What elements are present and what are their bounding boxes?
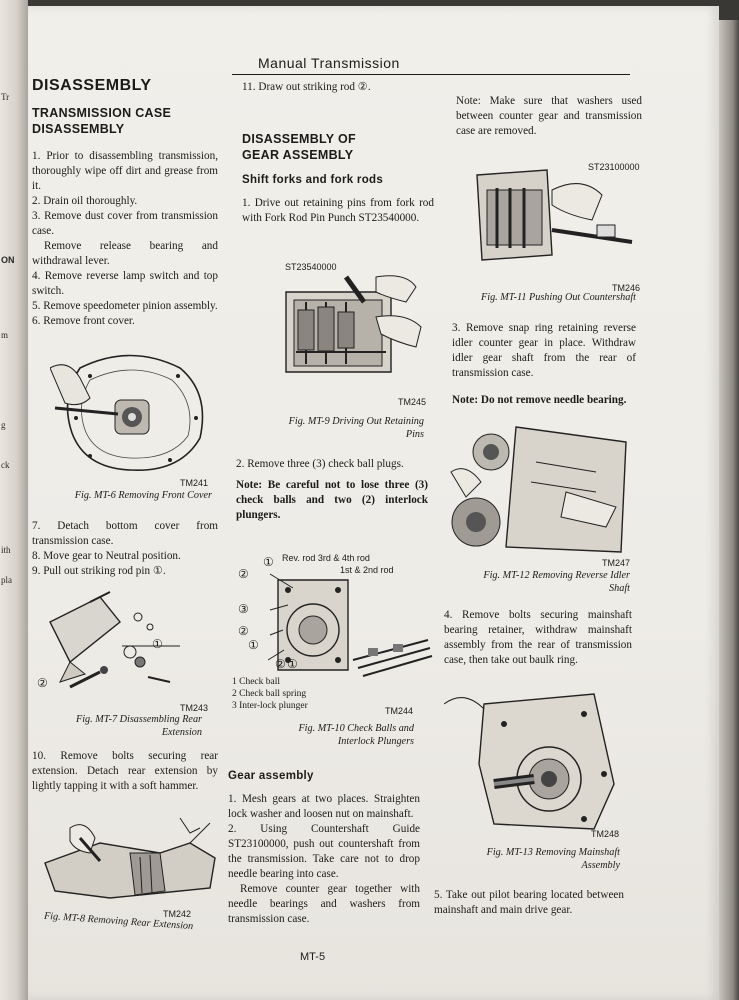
callout-2: ②	[37, 676, 48, 690]
column-left-continued: 7. Detach bottom cover from transmission…	[32, 519, 218, 579]
step-text: 4. Remove bolts securing mainshaft beari…	[444, 609, 632, 666]
column-right-step3: 3. Remove snap ring retaining reverse id…	[452, 321, 636, 408]
tool-label: ST23100000	[588, 162, 640, 172]
figure-caption: Fig. MT-12 Removing Reverse Idler	[483, 570, 630, 581]
callout: ①	[263, 555, 274, 569]
legend-item: 3 Inter-lock plunger	[232, 701, 308, 711]
figure-caption: Pins	[405, 429, 424, 440]
subsection-title: Gear assembly	[228, 770, 314, 782]
page-header-title: Manual Transmission	[258, 55, 400, 71]
step-text: 3. Remove dust cover from transmission c…	[32, 210, 218, 237]
binder-fragment: g	[1, 420, 6, 430]
binder-fragment: Tr	[1, 92, 10, 102]
figure-code: TM241	[180, 478, 209, 488]
step-text: 10. Remove bolts securing rear extension…	[32, 750, 218, 792]
figure-caption: Assembly	[581, 860, 620, 871]
binder-fragment: ith	[1, 545, 11, 555]
figure-mt7-image	[30, 582, 200, 700]
column-middle-step2: 2. Remove three (3) check ball plugs. No…	[236, 457, 428, 523]
step-text: 11. Draw out striking rod ②.	[242, 81, 371, 93]
subsection-title: Shift forks and fork rods	[242, 174, 384, 186]
note-text: Note: Be careful not to lose three (3) c…	[236, 479, 428, 521]
step-text: 1. Drive out retaining pins from fork ro…	[242, 197, 434, 224]
binder-fragment: pla	[1, 575, 12, 585]
page-edge-shadow	[719, 20, 739, 1000]
figure-code: TM245	[398, 397, 427, 407]
column-left: DISASSEMBLY TRANSMISSION CASE DISASSEMBL…	[32, 78, 218, 329]
callout: ②	[238, 624, 249, 638]
legend-item: 2 Check ball spring	[232, 689, 307, 699]
step-text: 6. Remove front cover.	[32, 315, 135, 327]
step-text: Remove release bearing and withdrawal le…	[32, 240, 218, 267]
column-right-step4: 4. Remove bolts securing mainshaft beari…	[444, 608, 632, 668]
step-text: 2. Remove three (3) check ball plugs.	[236, 458, 404, 470]
figure-mt8-image	[40, 813, 220, 911]
page-number: MT-5	[300, 951, 326, 963]
binder-fragment: m	[1, 330, 9, 340]
figure-code: TM246	[612, 283, 641, 293]
figure-code: TM244	[385, 706, 414, 716]
figure-mt6-image	[50, 348, 218, 478]
figure-code: TM248	[591, 829, 620, 839]
section-title: DISASSEMBLY OF	[242, 132, 356, 146]
binder-fragment: ck	[1, 460, 10, 470]
rod-label: 1st & 2nd rod	[340, 565, 394, 575]
figure-caption: Shaft	[609, 583, 630, 594]
step-text: 2. Using Countershaft Guide ST23100000, …	[228, 823, 420, 880]
section-title: DISASSEMBLY	[32, 77, 152, 94]
column-right-step5: 5. Take out pilot bearing located betwee…	[434, 888, 624, 918]
column-middle: 11. Draw out striking rod ②. DISASSEMBLY…	[242, 80, 434, 226]
rod-label: Rev. rod 3rd & 4th rod	[282, 553, 370, 563]
step-text: 5. Take out pilot bearing located betwee…	[434, 889, 624, 916]
figure-caption: Fig. MT-10 Check Balls and	[298, 723, 414, 734]
figure-mt13-image	[444, 684, 630, 834]
figure-mt9-image	[256, 272, 426, 390]
column-right: Note: Make sure that washers used betwee…	[456, 94, 642, 139]
step-text: 3. Remove snap ring retaining reverse id…	[452, 322, 636, 379]
legend-item: 1 Check ball	[232, 677, 281, 687]
note-text: Note: Do not remove needle bearing.	[452, 394, 627, 406]
step-text: 7. Detach bottom cover from transmission…	[32, 520, 218, 547]
figure-mt12-image	[446, 412, 636, 560]
figure-caption: Fig. MT-13 Removing Mainshaft	[486, 847, 620, 858]
note-text: Note: Make sure that washers used betwee…	[456, 95, 642, 137]
step-text: 4. Remove reverse lamp switch and top sw…	[32, 270, 218, 297]
section-title: GEAR ASSEMBLY	[242, 148, 354, 162]
callout: ②	[275, 657, 286, 671]
header-rule	[232, 74, 630, 75]
figure-code: TM247	[602, 558, 631, 568]
step-text: 5. Remove speedometer pinion assembly.	[32, 300, 218, 312]
step-text: 9. Pull out striking rod pin ①.	[32, 565, 166, 577]
figure-mt11-image	[452, 160, 638, 272]
column-middle-gear: Gear assembly 1. Mesh gears at two place…	[228, 769, 420, 927]
figure-code: TM242	[163, 909, 192, 919]
figure-code: TM243	[180, 703, 209, 713]
binder-edge: Tr ON m g ck ith pla	[0, 0, 28, 1000]
figure-caption: Extension	[161, 727, 202, 738]
callout: ①	[248, 638, 259, 652]
tool-label: ST23540000	[285, 262, 337, 272]
figure-caption: Fig. MT-11 Pushing Out Countershaft	[481, 292, 636, 303]
step-text: Remove counter gear together with needle…	[228, 883, 420, 925]
legend: 1 Check ball 2 Check ball spring 3 Inter…	[232, 676, 308, 712]
step-text: 2. Drain oil thoroughly.	[32, 195, 138, 207]
figure-caption: Fig. MT-7 Disassembling Rear	[75, 714, 202, 725]
callout: ③	[238, 602, 249, 616]
step-text: 8. Move gear to Neutral position.	[32, 550, 181, 562]
figure-caption: Fig. MT-6 Removing Front Cover	[74, 490, 212, 501]
binder-fragment: ON	[1, 255, 15, 265]
subsection-title: DISASSEMBLY	[32, 122, 125, 136]
step-text: 1. Mesh gears at two places. Straighten …	[228, 793, 420, 820]
figure-caption: Interlock Plungers	[337, 736, 414, 747]
figure-caption: Fig. MT-9 Driving Out Retaining	[288, 416, 424, 427]
callout: ②	[238, 567, 249, 581]
callout: ①	[287, 657, 298, 671]
figure-mt10-image	[248, 560, 434, 684]
callout-1: ①	[152, 637, 163, 651]
subsection-title: TRANSMISSION CASE	[32, 106, 172, 120]
column-left-step10: 10. Remove bolts securing rear extension…	[32, 749, 218, 794]
step-text: 1. Prior to disassembling transmission, …	[32, 150, 218, 192]
